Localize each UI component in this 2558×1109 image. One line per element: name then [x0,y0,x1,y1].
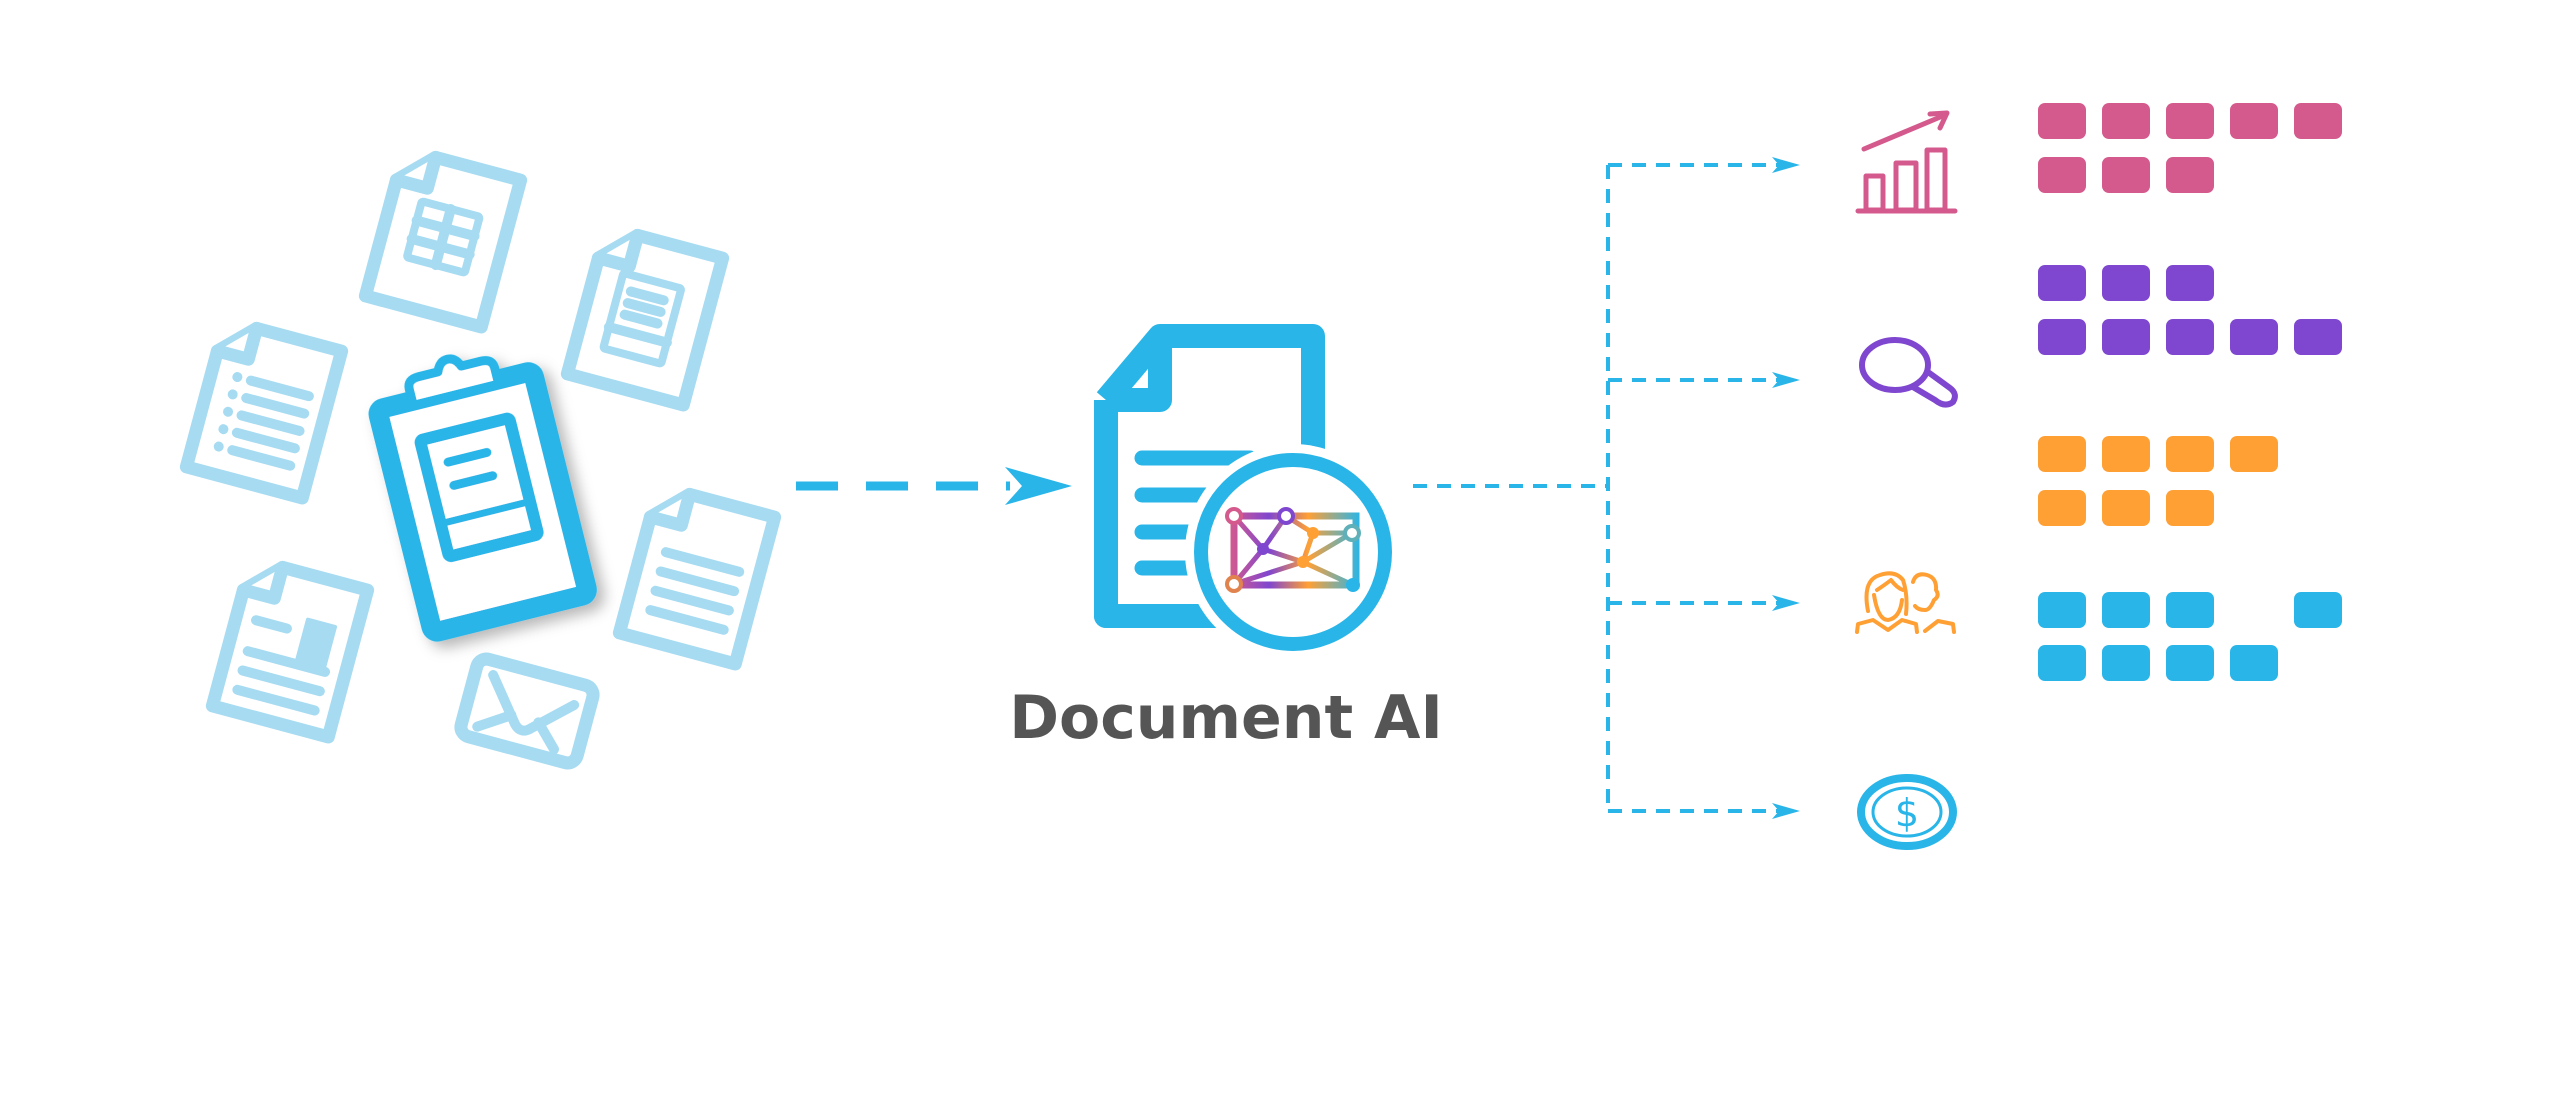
bar-chart-growth-icon [1855,110,1958,214]
list-document-icon [186,320,341,498]
data-block [2230,103,2278,139]
input-arrow [796,467,1072,505]
envelope-icon [454,652,600,770]
output-group-finance [2038,592,2342,681]
data-block [2102,103,2150,139]
spreadsheet-document-icon [365,149,520,327]
data-block [2166,645,2214,681]
people-icon [1855,571,1956,634]
data-block [2230,645,2278,681]
data-block [2102,157,2150,193]
text-document-icon [619,486,774,664]
clipboard-icon [368,354,597,642]
data-block [2230,319,2278,355]
data-block [2038,645,2086,681]
data-block [2294,592,2342,628]
output-arrowheads [1772,157,1800,819]
document-ai-icon [1094,324,1401,660]
data-block [2102,490,2150,526]
data-block [2102,645,2150,681]
data-block [2038,265,2086,301]
data-block [2294,103,2342,139]
data-block [2038,436,2086,472]
output-group-analytics [2038,103,2342,193]
output-connectors [1413,163,1785,813]
data-block [2102,265,2150,301]
form-document-icon [567,227,722,405]
output-group-people [2038,436,2278,526]
data-block [2038,592,2086,628]
output-group-search [2038,265,2342,355]
data-block [2102,592,2150,628]
data-block [2038,490,2086,526]
data-block [2166,592,2214,628]
dollar-coin-icon: $ [1857,774,1957,850]
data-block [2102,436,2150,472]
svg-text:$: $ [1895,791,1919,835]
data-block [2102,319,2150,355]
data-block [2038,157,2086,193]
image-document-icon [212,559,367,737]
data-block [2166,436,2214,472]
data-block [2166,157,2214,193]
ai-lens-icon [1194,453,1392,651]
data-block [2038,103,2086,139]
output-blocks [2038,103,2342,681]
data-block [2294,319,2342,355]
network-nodes [1225,507,1361,593]
data-block [2166,490,2214,526]
data-block [2166,319,2214,355]
data-block [2038,319,2086,355]
data-block [2230,436,2278,472]
magnifier-icon [1859,337,1958,408]
data-block [2166,265,2214,301]
data-block [2166,103,2214,139]
product-title: Document AI [1009,683,1443,753]
